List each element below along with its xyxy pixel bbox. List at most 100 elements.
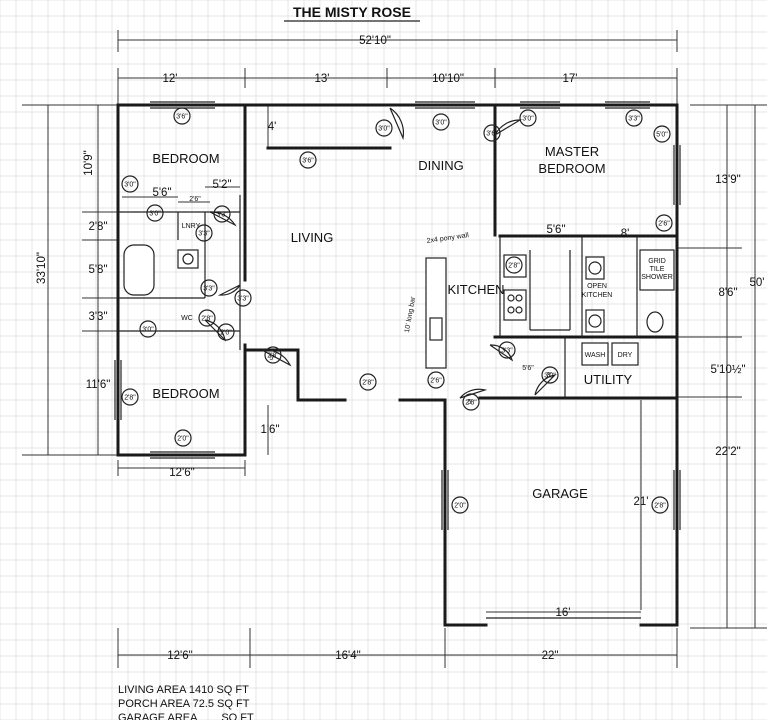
window-note: 2'0" [454, 503, 466, 510]
dim-door-3: 3' [546, 372, 551, 379]
window-note: 2'6" [430, 378, 442, 385]
dim-top-1: 12' [163, 73, 178, 85]
room-garage: GARAGE [532, 486, 588, 501]
window-note-circle [427, 371, 445, 389]
room-bedroom-top: BEDROOM [152, 151, 219, 166]
window-note: 3'0" [124, 182, 136, 189]
window-note-circle [375, 119, 393, 137]
window-note: 3'3" [237, 296, 249, 303]
window-note-circle [655, 214, 673, 232]
room-utility: UTILITY [584, 372, 633, 387]
window-note-circle [432, 113, 450, 131]
window-note: 3'3" [198, 231, 210, 238]
dim-kitchen-8: 8' [621, 228, 630, 240]
window-note: 3'0" [522, 116, 534, 123]
dim-top-2: 13' [315, 73, 330, 85]
dim-bottom-1: 12'6" [167, 650, 192, 662]
window-note: 3'0" [149, 211, 161, 218]
fixtures [123, 107, 675, 399]
window-note: 3'6" [176, 114, 188, 121]
window-note: 3'6" [302, 158, 314, 165]
window-note-circle [200, 279, 218, 297]
room-dining: DINING [418, 158, 464, 173]
window-note-circle [498, 341, 516, 359]
dim-right-2: 8'6" [718, 287, 737, 299]
label-open-kitchen-1: OPEN [587, 283, 607, 290]
window-note-circle [195, 224, 213, 242]
label-dry: DRY [618, 352, 633, 359]
label-shower-1: GRID [648, 258, 666, 265]
dim-door-5b: 5' [467, 399, 472, 406]
label-lnry: LNRY [182, 223, 201, 230]
window-note: 3'0" [142, 327, 154, 334]
plan-title: THE MISTY ROSE [293, 4, 411, 20]
room-living: LIVING [291, 230, 334, 245]
room-bedroom-bottom: BEDROOM [152, 386, 219, 401]
window-note-circle [505, 256, 523, 274]
dim-kitchen-depth: 5'6" [522, 365, 534, 372]
window-note-circle [264, 346, 282, 364]
window-note-circle [541, 366, 559, 384]
window-note: 3'3" [216, 212, 228, 219]
dim-garage-door: 16' [556, 607, 571, 619]
dim-right-3: 5'10½" [710, 364, 745, 376]
dim-left-4: 3'3" [88, 311, 107, 323]
label-shower-2: TILE [650, 266, 665, 273]
window-note: 2'8" [654, 503, 666, 510]
dim-left-overall: 33'10" [36, 252, 48, 284]
dim-right-1: 13'9" [715, 174, 740, 186]
window-note: 3'0" [378, 126, 390, 133]
window-note-circle [174, 429, 192, 447]
dim-wall-4: 4' [268, 121, 277, 133]
window-note: 2'8" [508, 263, 520, 270]
dim-left-5: 11'6" [86, 379, 111, 391]
area-totals: LIVING AREA 1410 SQ FT PORCH AREA 72.5 S… [118, 684, 254, 720]
window-note-circle [451, 496, 469, 514]
window-note: 2'6" [658, 221, 670, 228]
dim-garage-depth: 21' [634, 496, 649, 508]
label-open-kitchen-2: KITCHEN [582, 292, 613, 299]
area-living: LIVING AREA 1410 SQ FT [118, 684, 249, 696]
room-master-line1: MASTER [545, 144, 599, 159]
window-note: 2'0" [220, 330, 232, 337]
dim-left-2: 2'8" [88, 221, 107, 233]
label-counter: 10' long bar [404, 296, 417, 334]
dim-top-3: 10'10" [432, 73, 464, 85]
window-note: 2'8" [362, 380, 374, 387]
dim-door-5a: 5' [269, 355, 274, 362]
window-note: 3'0" [435, 120, 447, 127]
window-note-circle [653, 125, 671, 143]
dim-porch-depth: 1'6" [260, 424, 279, 436]
window-note: 2'8" [267, 353, 279, 360]
dim-right-overall: 50' [750, 277, 765, 289]
window-note-circle [217, 323, 235, 341]
dim-bedroom-width: 12'6" [169, 467, 194, 479]
window-note: 2'8" [465, 400, 477, 407]
window-note: 3'6" [486, 131, 498, 138]
window-note-circle [359, 373, 377, 391]
window-notes: 3'6" 3'0" 3'0" 3'6" 3'0" 3'3" 5'0" 3'6" 3'0" 3'0"… [121, 107, 673, 514]
dimension-lines [22, 30, 767, 668]
dim-bottom-3: 22" [542, 650, 559, 662]
window-note-circle [213, 205, 231, 223]
walls [114, 101, 681, 627]
window-note-circle [462, 393, 480, 411]
window-note-circle [121, 388, 139, 406]
label-wash: WASH [585, 352, 606, 359]
window-note-circle [651, 496, 669, 514]
window-note-circle [625, 109, 643, 127]
dim-top-4: 17' [563, 73, 578, 85]
dim-left-3: 5'8" [88, 264, 107, 276]
dim-bath-w1: 5'6" [152, 187, 171, 199]
window-note: 2'8" [124, 395, 136, 402]
dim-bath-w3: 2'6" [189, 196, 201, 203]
window-note-circle [173, 107, 191, 125]
area-porch: PORCH AREA 72.5 SQ FT [118, 698, 250, 710]
window-note: 5'0" [656, 132, 668, 139]
window-note-circle [139, 320, 157, 338]
window-note-circle [234, 289, 252, 307]
area-garage: GARAGE AREA ___ SQ FT [118, 712, 254, 720]
dim-right-4: 22'2" [715, 446, 740, 458]
window-note: 2'8" [201, 316, 213, 323]
